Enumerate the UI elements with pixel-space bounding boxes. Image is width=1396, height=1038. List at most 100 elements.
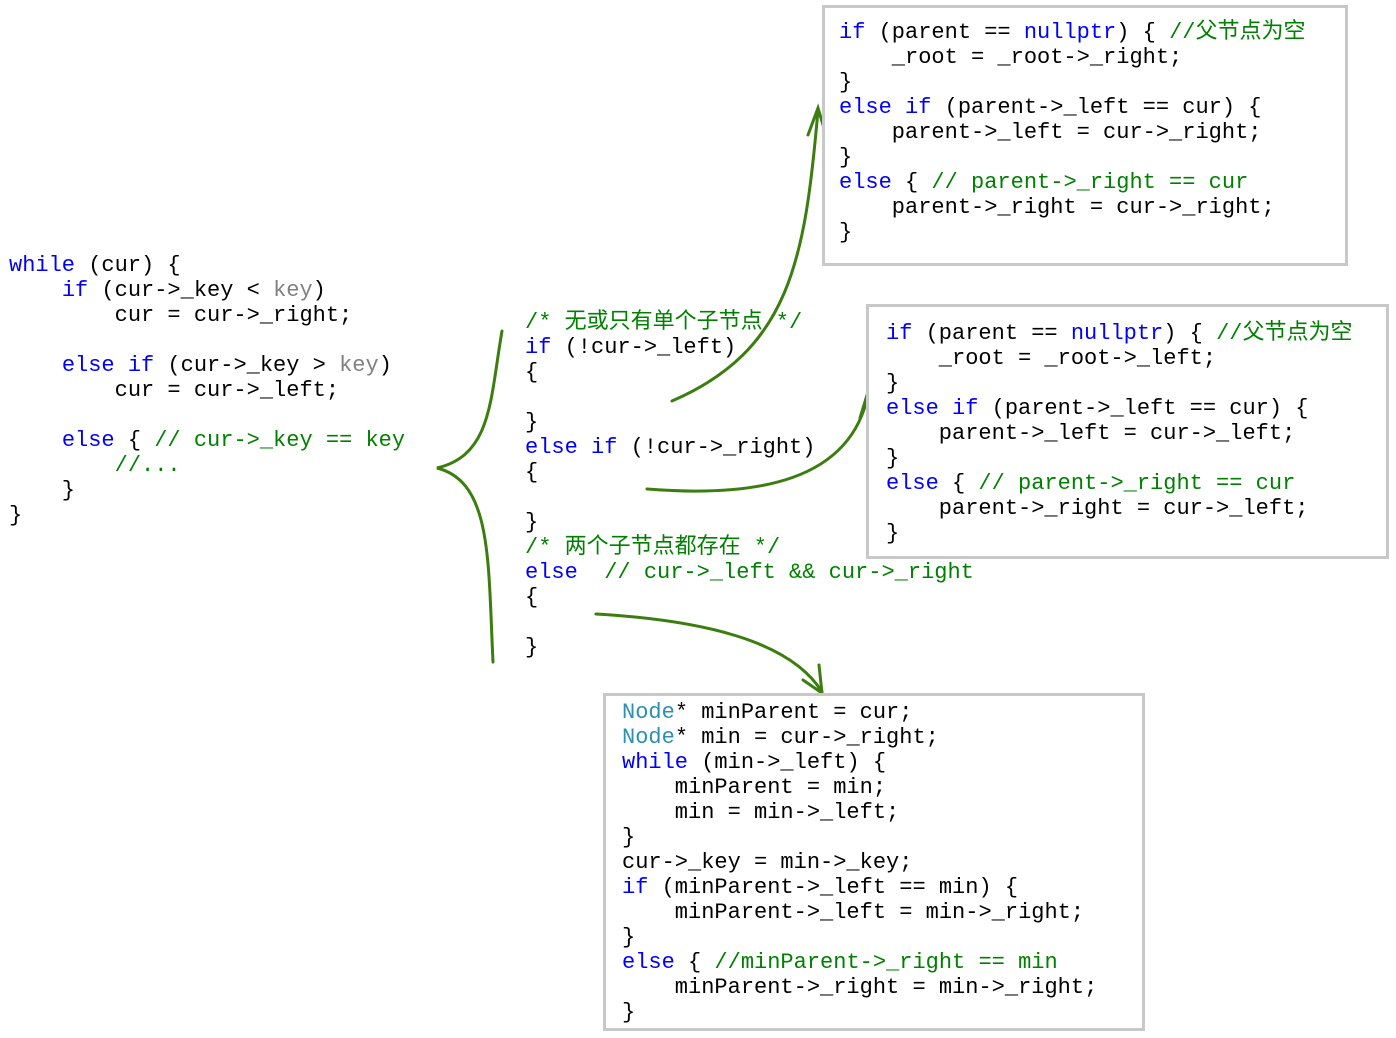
code-line: if (!cur->_left)	[525, 335, 974, 360]
code-comment: /* 两个子节点都存在 */	[525, 535, 781, 560]
two-children-case-code: Node* minParent = cur;Node* min = cur->_…	[622, 700, 1097, 1025]
code-text: Node	[622, 700, 675, 725]
code-keyword: if	[61, 278, 89, 303]
code-line	[9, 328, 405, 353]
code-line: else { // cur->_key == key	[9, 428, 405, 453]
two-children-case-box: Node* minParent = cur;Node* min = cur->_…	[603, 693, 1145, 1031]
code-line: }	[622, 925, 1097, 950]
code-comment: //...	[114, 453, 181, 478]
code-line: else if (parent->_left == cur) {	[839, 95, 1305, 120]
code-keyword: else	[525, 560, 578, 585]
code-keyword: if	[591, 435, 618, 460]
code-text: (minParent->_left == min) {	[648, 875, 1019, 900]
code-line: }	[525, 510, 974, 535]
code-line: if (parent == nullptr) { //父节点为空	[839, 20, 1305, 45]
code-line: //...	[9, 453, 405, 478]
code-line: }	[839, 220, 1305, 245]
code-keyword: else	[61, 353, 115, 378]
code-text: cur->_key = min->_key;	[622, 850, 913, 875]
code-text: (parent ==	[865, 20, 1024, 45]
code-line: cur = cur->_left;	[9, 378, 405, 403]
code-comment: // cur->_key == key	[154, 428, 406, 453]
code-text: (cur) {	[75, 253, 181, 278]
code-comment: // parent->_right == cur	[931, 170, 1249, 195]
code-keyword: if	[622, 875, 649, 900]
code-comment: //父节点为空	[1169, 20, 1306, 45]
code-text: (cur->_key >	[154, 353, 340, 378]
code-line: }	[839, 145, 1305, 170]
code-text: (cur->_key <	[88, 278, 274, 303]
code-text: }	[525, 510, 539, 535]
code-text: }	[9, 503, 23, 528]
code-text: (!cur->_right)	[617, 435, 816, 460]
code-line: if (parent == nullptr) { //父节点为空	[886, 321, 1352, 346]
code-line: }	[886, 371, 1352, 396]
code-keyword: if	[127, 353, 155, 378]
code-keyword: if	[952, 396, 979, 421]
code-line: }	[525, 410, 974, 435]
code-line: {	[525, 360, 974, 385]
code-line: parent->_left = cur->_right;	[839, 120, 1305, 145]
code-text: }	[839, 220, 853, 245]
code-keyword: else	[622, 950, 675, 975]
code-line: }	[886, 446, 1352, 471]
code-line: _root = _root->_left;	[886, 346, 1352, 371]
code-line: parent->_right = cur->_left;	[886, 496, 1352, 521]
code-text: ) {	[1116, 20, 1170, 45]
code-line: min = min->_left;	[622, 800, 1097, 825]
code-line: cur->_key = min->_key;	[622, 850, 1097, 875]
left-null-case-code: if (parent == nullptr) { //父节点为空 _root =…	[839, 20, 1305, 245]
code-text	[9, 428, 62, 453]
code-line: }	[839, 70, 1305, 95]
code-text: (!cur->_left)	[551, 335, 737, 360]
code-line: minParent->_left = min->_right;	[622, 900, 1097, 925]
code-text: )	[312, 278, 326, 303]
code-comment: //minParent->_right == min	[714, 950, 1058, 975]
code-line: }	[525, 635, 974, 660]
code-text: {	[525, 360, 539, 385]
code-line: }	[622, 825, 1097, 850]
code-text: cur = cur->_right;	[9, 303, 353, 328]
code-text: ) {	[1163, 321, 1217, 346]
code-keyword: else	[61, 428, 115, 453]
code-keyword: else	[886, 471, 939, 496]
code-keyword: nullptr	[1023, 20, 1117, 45]
code-line: /* 无或只有单个子节点 */	[525, 310, 974, 335]
code-line: else { // parent->_right == cur	[886, 471, 1352, 496]
arrow-to-two-children-case	[594, 612, 824, 694]
code-text: _root = _root->_left;	[886, 346, 1217, 371]
code-text: key	[273, 278, 313, 303]
code-text: parent->_right = cur->_left;	[886, 496, 1309, 521]
code-text: min = min->_left;	[622, 800, 900, 825]
code-text: {	[891, 170, 932, 195]
code-text: parent->_right = cur->_right;	[839, 195, 1275, 220]
code-keyword: if	[905, 95, 932, 120]
code-keyword: if	[525, 335, 552, 360]
code-text	[892, 95, 905, 120]
arrow-to-right-null-case	[645, 393, 870, 493]
code-text	[9, 278, 62, 303]
code-text: parent->_left = cur->_left;	[886, 421, 1296, 446]
code-line: parent->_right = cur->_right;	[839, 195, 1305, 220]
code-line: {	[525, 585, 974, 610]
code-comment: //父节点为空	[1216, 321, 1353, 346]
code-line: cur = cur->_right;	[9, 303, 405, 328]
code-keyword: while	[622, 750, 689, 775]
code-text: _root = _root->_right;	[839, 45, 1183, 70]
code-line	[9, 403, 405, 428]
code-text: {	[114, 428, 155, 453]
code-text: key	[339, 353, 379, 378]
code-text: (parent->_left == cur) {	[931, 95, 1262, 120]
code-line: while (cur) {	[9, 253, 405, 278]
code-line: }	[9, 503, 405, 528]
arrow-to-left-null-case	[670, 108, 820, 403]
code-line: else if (!cur->_right)	[525, 435, 974, 460]
code-keyword: nullptr	[1070, 321, 1164, 346]
right-null-case-box: if (parent == nullptr) { //父节点为空 _root =…	[866, 304, 1389, 559]
code-line: while (min->_left) {	[622, 750, 1097, 775]
code-text: (parent ==	[912, 321, 1071, 346]
code-comment: /* 无或只有单个子节点 */	[525, 310, 803, 335]
code-text: (min->_left) {	[688, 750, 887, 775]
code-text: }	[839, 70, 853, 95]
